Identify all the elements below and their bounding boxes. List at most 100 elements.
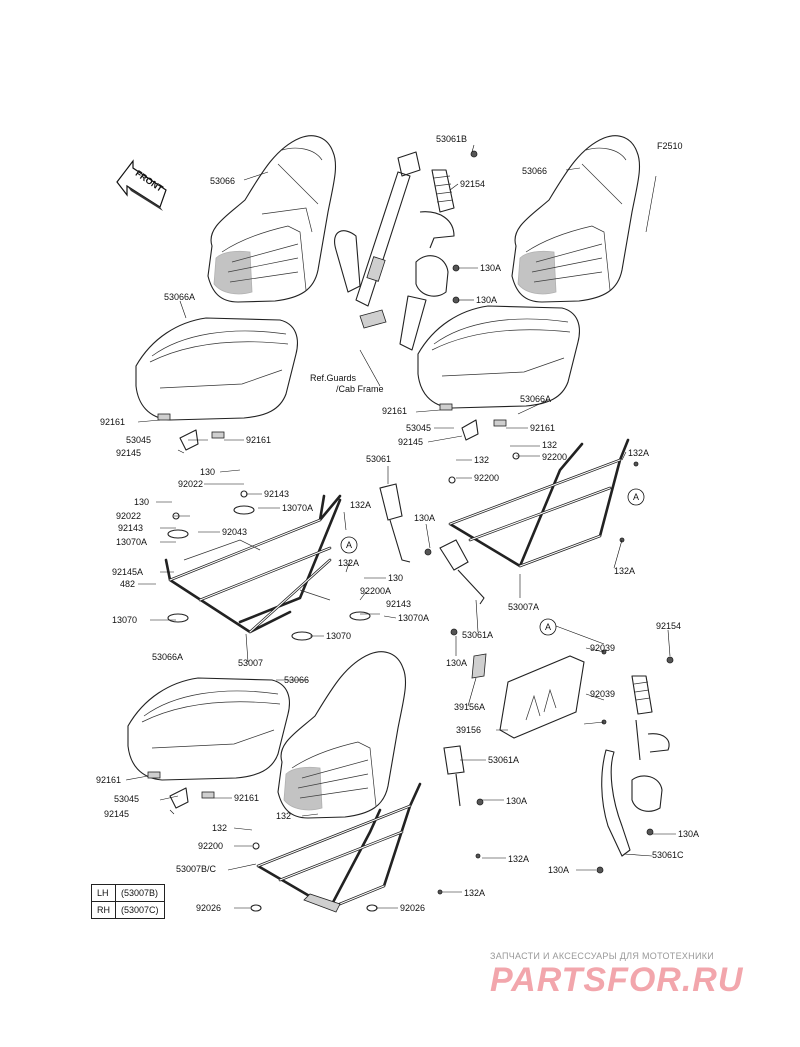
callout-53061B: 53061B	[436, 134, 467, 144]
callout-92026-2: 92026	[400, 903, 425, 913]
callout-13070A-3: 13070A	[398, 613, 429, 623]
callout-92200A: 92200A	[360, 586, 391, 596]
ref-marker-a-plate: A	[539, 618, 557, 636]
legend-side: LH	[91, 884, 116, 902]
callout-132-4: 132	[276, 811, 291, 821]
callout-132A-6: 132A	[464, 888, 485, 898]
callout-53066A-tl: 53066A	[164, 292, 195, 302]
legend-row: RH (53007C)	[91, 901, 165, 919]
callout-92161-4: 92161	[530, 423, 555, 433]
callout-53045-3: 53045	[114, 794, 139, 804]
callout-53007A: 53007A	[508, 602, 539, 612]
ref-note-line1: Ref.Guards	[310, 373, 357, 383]
legend-part: (53007B)	[115, 884, 165, 902]
ref-marker-a-left: A	[340, 536, 358, 554]
callout-132-1: 132	[474, 455, 489, 465]
callout-53007BC: 53007B/C	[176, 864, 217, 874]
callout-92143-1: 92143	[264, 489, 289, 499]
seat-cushion-bottom	[127, 677, 290, 781]
callout-132A-1: 132A	[350, 500, 371, 510]
ref-note-line2: /Cab Frame	[336, 384, 384, 394]
seat-frame-53007BC	[256, 782, 422, 913]
legend-row: LH (53007B)	[91, 884, 165, 902]
watermark-caption: ЗАПЧАСТИ И АКСЕССУАРЫ ДЛЯ МОТОТЕХНИКИ	[490, 951, 715, 961]
callout-132-2: 132	[542, 440, 557, 450]
callout-53066A-b: 53066A	[152, 652, 183, 662]
lh-rh-legend: LH (53007B) RH (53007C)	[91, 884, 165, 919]
seat-frame-53007A	[448, 438, 630, 568]
seat-belt-53061C	[601, 675, 670, 857]
callout-53007: 53007	[238, 658, 263, 668]
callout-92043: 92043	[222, 527, 247, 537]
callout-53061A-1: 53061A	[462, 630, 493, 640]
seat-backrest-top-left	[207, 135, 337, 303]
callout-92161-2: 92161	[246, 435, 271, 445]
callout-132A-3: 132A	[628, 448, 649, 458]
seat-backrest-top-right	[511, 135, 641, 303]
figure-code: F2510	[657, 141, 683, 151]
ref-marker-a-right-label: A	[633, 492, 639, 502]
callout-13070-1: 13070	[112, 615, 137, 625]
ref-marker-a-right: A	[627, 488, 645, 506]
callout-92200-2: 92200	[542, 452, 567, 462]
callout-92039-1: 92039	[590, 643, 615, 653]
callout-92145-2: 92145	[398, 437, 423, 447]
callout-39156: 39156	[456, 725, 481, 735]
callout-92145-1: 92145	[116, 448, 141, 458]
callout-92143-2: 92143	[118, 523, 143, 533]
callout-92200-3: 92200	[198, 841, 223, 851]
buckle-53061A-upper	[439, 539, 485, 605]
ref-marker-a-plate-label: A	[545, 622, 551, 632]
callout-130A-5: 130A	[506, 796, 527, 806]
leader-lines	[125, 144, 676, 909]
callout-53066-b: 53066	[284, 675, 309, 685]
callout-92161-5: 92161	[96, 775, 121, 785]
callout-482: 482	[120, 579, 135, 589]
callout-92145-3: 92145	[104, 809, 129, 819]
seat-cushion-top-left	[135, 317, 298, 421]
callout-130-1: 130	[200, 467, 215, 477]
callout-92161-3: 92161	[382, 406, 407, 416]
callout-92161-1: 92161	[100, 417, 125, 427]
callout-53066-tl: 53066	[210, 176, 235, 186]
callout-92154-right: 92154	[656, 621, 681, 631]
callout-132A-2: 132A	[338, 558, 359, 568]
callout-92154-top: 92154	[460, 179, 485, 189]
callout-130A-6: 130A	[678, 829, 699, 839]
seat-cushion-top-right	[417, 305, 580, 409]
callout-130-2: 130	[134, 497, 149, 507]
seat-backrest-bottom	[277, 651, 407, 819]
callout-132A-4: 132A	[614, 566, 635, 576]
callout-labels: 53066 53066 53066 53066A 53066A 53066A 5…	[96, 134, 699, 913]
callout-13070A-2: 13070A	[116, 537, 147, 547]
callout-92022-2: 92022	[116, 511, 141, 521]
callout-13070-2: 13070	[326, 631, 351, 641]
callout-92145A: 92145A	[112, 567, 143, 577]
callout-53061A-2: 53061A	[488, 755, 519, 765]
callout-130-3: 130	[388, 573, 403, 583]
seat-frame-53007	[164, 494, 342, 634]
callout-130A-4: 130A	[446, 658, 467, 668]
callout-53066A-tr: 53066A	[520, 394, 551, 404]
callout-130A-2: 130A	[476, 295, 497, 305]
callout-92161-6: 92161	[234, 793, 259, 803]
buckle-53061A-lower	[443, 745, 465, 807]
callout-92143-3: 92143	[386, 599, 411, 609]
watermark-logo: PARTSFOR.RU	[490, 961, 744, 999]
callout-92026-1: 92026	[196, 903, 221, 913]
ref-marker-a-left-label: A	[346, 540, 352, 550]
callout-13070A-1: 13070A	[282, 503, 313, 513]
callout-53061C: 53061C	[652, 850, 684, 860]
callout-39156A: 39156A	[454, 702, 485, 712]
legend-part: (53007C)	[115, 901, 165, 919]
callout-92200-1: 92200	[474, 473, 499, 483]
callout-53066-tr: 53066	[522, 166, 547, 176]
callout-53045-1: 53045	[126, 435, 151, 445]
callout-130A-3: 130A	[414, 513, 435, 523]
callout-132A-5: 132A	[508, 854, 529, 864]
callout-53045-2: 53045	[406, 423, 431, 433]
callout-92039-2: 92039	[590, 689, 615, 699]
seat-belt-53061B	[334, 151, 455, 351]
cover-plate-39156	[471, 653, 585, 739]
